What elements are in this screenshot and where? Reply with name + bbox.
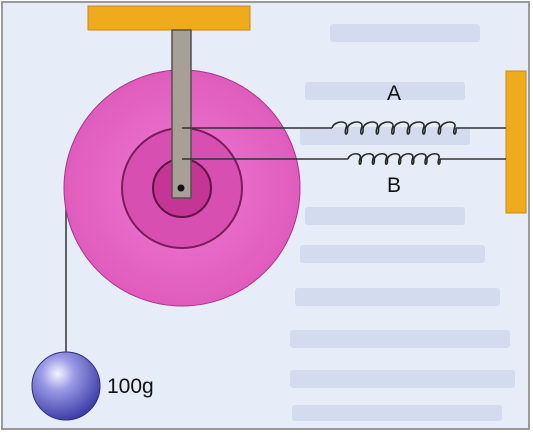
background-text [290,24,515,421]
pivot-dot-icon [177,184,185,192]
spring-a-label: A [387,82,401,105]
spring-b-coil-spring-icon [347,152,441,166]
spring-a-coil-spring-icon [331,121,457,135]
support-rod [171,29,192,199]
weight-label: 100g [107,375,154,398]
wall-bracket [505,70,527,214]
spring-b-label: B [387,174,401,197]
weight-sphere [31,351,101,421]
ceiling-bracket [87,5,251,31]
